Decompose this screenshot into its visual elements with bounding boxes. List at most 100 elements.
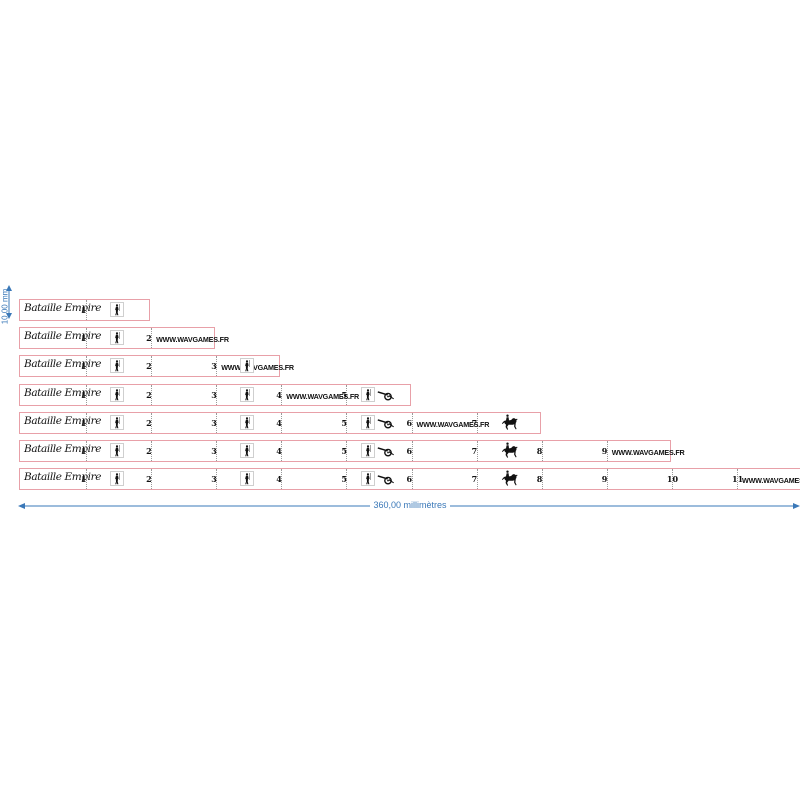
tick-mark <box>411 412 413 433</box>
range-number: 7 <box>471 446 478 456</box>
tick-mark <box>346 469 348 490</box>
infantry-icon <box>240 414 254 430</box>
tick-mark <box>86 356 87 377</box>
tick-mark <box>216 412 218 433</box>
website-label: WWW.WAVGAMES.FR <box>221 363 294 373</box>
tick-mark <box>346 441 348 461</box>
tick-mark <box>606 441 608 461</box>
infantry-icon <box>110 414 124 430</box>
range-number: 1 <box>81 305 87 315</box>
range-number: 1 <box>81 417 87 428</box>
range-number: 3 <box>211 446 217 456</box>
range-number: 4 <box>276 417 282 428</box>
tick-mark <box>216 441 218 461</box>
brand-name: Bataille Empire <box>24 302 102 314</box>
infantry-icon <box>240 386 254 402</box>
cavalry-icon <box>498 469 520 489</box>
range-number: 2 <box>146 333 152 344</box>
tick-mark <box>476 441 478 461</box>
tick-mark <box>86 469 87 490</box>
tick-mark <box>86 384 87 405</box>
cannon-icon <box>377 415 395 430</box>
tick-mark <box>151 384 153 405</box>
brand-name: Bataille Empire <box>24 386 102 399</box>
range-number: 5 <box>341 474 347 485</box>
tick-mark <box>346 384 348 405</box>
range-number: 2 <box>146 446 152 456</box>
brand-name: Bataille Empire <box>24 443 102 455</box>
range-number: 4 <box>276 474 282 485</box>
infantry-icon <box>110 302 124 317</box>
website-label: WWW.WAVGAMES.FR <box>156 335 229 345</box>
range-number: 7 <box>471 474 478 485</box>
height-dimension-label: 10,00 mm <box>0 288 10 325</box>
width-dimension-label: 360,00 millimètres <box>0 500 800 510</box>
infantry-icon <box>110 330 124 346</box>
tick-mark <box>411 469 413 490</box>
brand-name: Bataille Empire <box>24 414 102 427</box>
width-arrow-left <box>18 503 25 509</box>
tick-mark <box>541 441 543 461</box>
range-number: 3 <box>211 389 217 400</box>
tick-mark <box>671 469 673 490</box>
range-number: 10 <box>666 474 679 485</box>
tick-mark <box>216 469 218 490</box>
infantry-icon <box>240 471 254 487</box>
infantry-icon <box>110 386 124 402</box>
range-number: 9 <box>601 446 608 456</box>
infantry-icon <box>361 414 375 430</box>
tick-mark <box>476 412 478 433</box>
cavalry-icon <box>498 441 520 461</box>
tick-mark <box>216 384 218 405</box>
range-number: 2 <box>146 417 152 428</box>
range-number: 1 <box>81 446 87 456</box>
infantry-icon <box>361 443 375 458</box>
tick-mark <box>151 469 153 490</box>
range-number: 1 <box>81 389 87 400</box>
range-number: 3 <box>211 361 217 372</box>
range-number: 1 <box>81 333 87 344</box>
range-number: 7 <box>471 417 478 428</box>
range-number: 2 <box>146 474 152 485</box>
tick-mark <box>281 384 283 405</box>
range-number: 4 <box>276 389 282 400</box>
range-number: 5 <box>341 389 347 400</box>
range-number: 4 <box>276 446 282 456</box>
tick-mark <box>151 328 153 349</box>
tick-mark <box>281 412 283 433</box>
height-arrow-up <box>6 285 12 291</box>
range-number: 3 <box>211 474 217 485</box>
tick-mark <box>151 412 153 433</box>
range-number: 1 <box>81 474 87 485</box>
infantry-icon <box>240 358 254 374</box>
range-number: 8 <box>536 446 543 456</box>
tick-mark <box>737 469 738 490</box>
tick-mark <box>606 469 608 490</box>
infantry-icon <box>110 358 124 374</box>
height-arrow-down <box>6 313 12 319</box>
width-arrow-right <box>793 503 800 509</box>
tick-mark <box>346 412 348 433</box>
infantry-icon <box>110 471 124 487</box>
tick-mark <box>281 469 283 490</box>
cannon-icon <box>377 471 395 486</box>
ruler-11: Bataille Empire1234567891011WWW.WAVGAMES… <box>19 468 800 491</box>
cavalry-icon <box>498 413 520 433</box>
tick-mark <box>541 469 543 490</box>
tick-mark <box>151 441 153 461</box>
range-number: 11 <box>732 474 744 485</box>
range-number: 1 <box>81 361 87 372</box>
infantry-icon <box>361 471 375 487</box>
cannon-icon <box>377 443 395 458</box>
tick-mark <box>86 412 87 433</box>
range-number: 5 <box>341 446 347 456</box>
tick-mark <box>151 356 153 377</box>
brand-name: Bataille Empire <box>24 330 102 343</box>
website-label: WWW.WAVGAMES.FR <box>742 476 800 486</box>
